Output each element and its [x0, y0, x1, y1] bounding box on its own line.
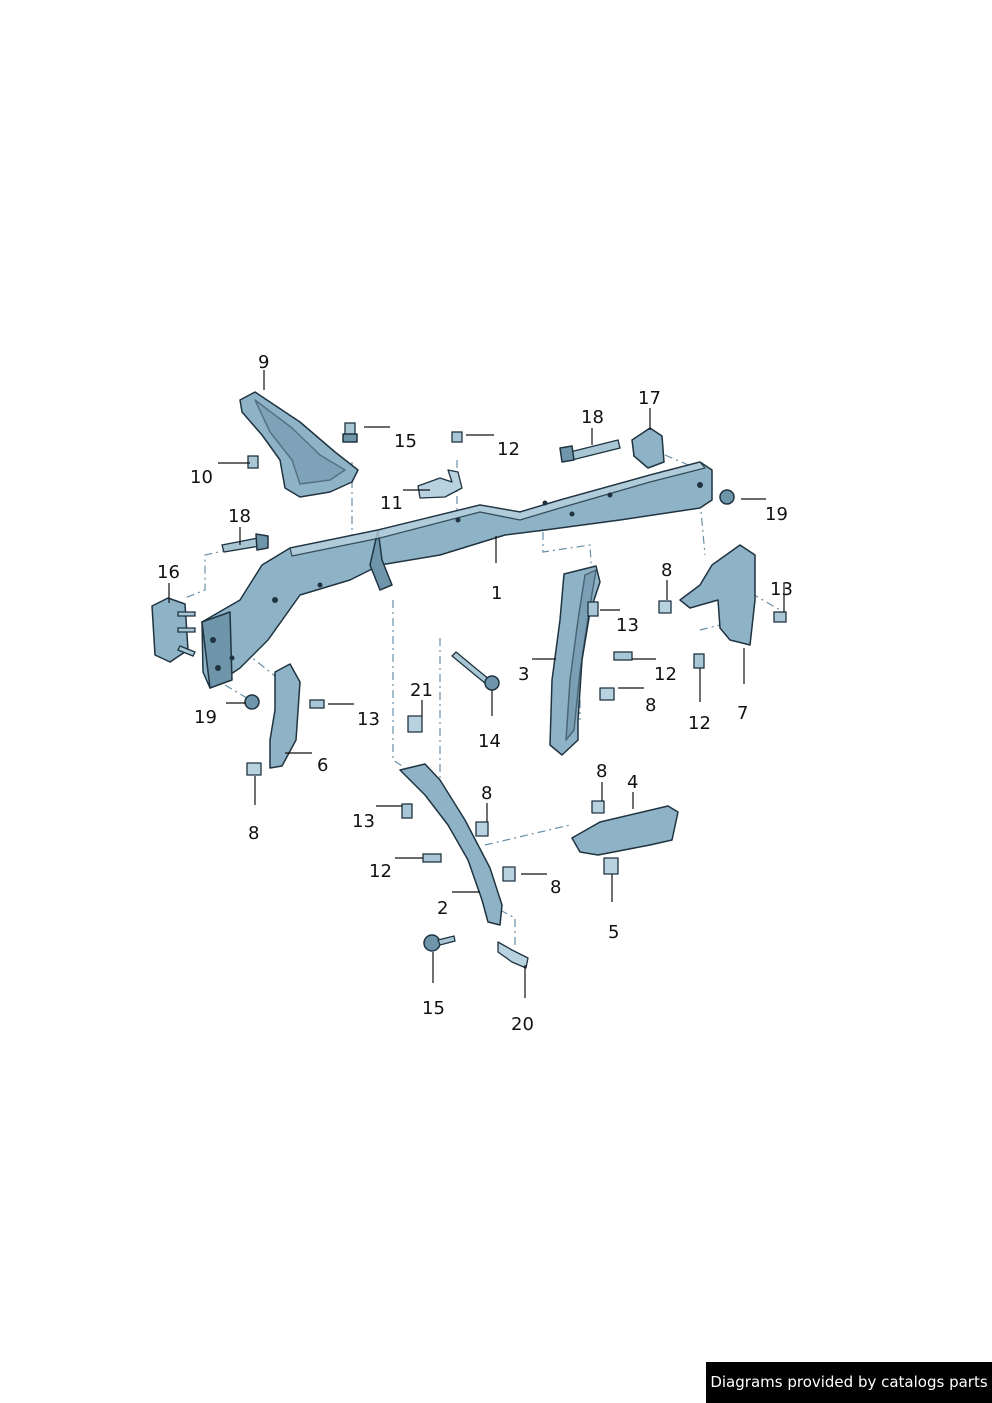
- callout-8: 8: [248, 823, 259, 844]
- bolt-part-18-right: [559, 439, 621, 463]
- callout-2: 2: [437, 898, 448, 919]
- callout-8: 8: [661, 560, 672, 581]
- lower-bracket-part-4: [571, 805, 679, 856]
- callout-6: 6: [317, 755, 328, 776]
- support-bracket-part-6: [269, 663, 301, 769]
- callout-12: 12: [654, 664, 677, 685]
- callout-13: 13: [352, 811, 375, 832]
- bracket-part-11: [417, 469, 463, 499]
- callout-21: 21: [410, 680, 433, 701]
- callout-12: 12: [369, 861, 392, 882]
- callout-8: 8: [481, 783, 492, 804]
- callout-15: 15: [422, 998, 445, 1019]
- callout-19: 19: [194, 707, 217, 728]
- callout-8: 8: [596, 761, 607, 782]
- callout-18: 18: [581, 407, 604, 428]
- callout-8: 8: [645, 695, 656, 716]
- callout-5: 5: [608, 922, 619, 943]
- mount-bracket-part-17: [631, 427, 665, 469]
- callout-1: 1: [491, 583, 502, 604]
- callout-10: 10: [190, 467, 213, 488]
- callout-13: 13: [357, 709, 380, 730]
- callout-7: 7: [737, 703, 748, 724]
- diagonal-strut-part-2: [399, 763, 503, 926]
- mount-bracket-part-16: [151, 597, 196, 663]
- callout-14: 14: [478, 731, 501, 752]
- callout-20: 20: [511, 1014, 534, 1035]
- callout-8: 8: [550, 877, 561, 898]
- bolt-part-18-left: [221, 533, 269, 553]
- callout-12: 12: [497, 439, 520, 460]
- callout-labels: 9 15 12 10 11 18 18 17 19 16 1 8 13 13 3…: [157, 352, 793, 1035]
- callout-16: 16: [157, 562, 180, 583]
- reinforcement-plate-part-9: [239, 391, 359, 498]
- callout-17: 17: [638, 388, 661, 409]
- cross-member-part-1: [201, 461, 713, 689]
- callout-18: 18: [228, 506, 251, 527]
- callout-3: 3: [518, 664, 529, 685]
- hardware-items: [244, 422, 787, 969]
- callout-12: 12: [688, 713, 711, 734]
- callout-13: 13: [616, 615, 639, 636]
- support-bracket-part-7: [679, 544, 756, 646]
- callout-9: 9: [258, 352, 269, 373]
- callout-11: 11: [380, 493, 403, 514]
- attribution-banner: Diagrams provided by catalogs parts: [706, 1362, 992, 1403]
- callout-19: 19: [765, 504, 788, 525]
- leader-lines: [168, 370, 785, 998]
- callout-4: 4: [627, 772, 638, 793]
- callout-13: 13: [770, 579, 793, 600]
- vertical-strut-part-3: [549, 565, 601, 756]
- callout-15: 15: [394, 431, 417, 452]
